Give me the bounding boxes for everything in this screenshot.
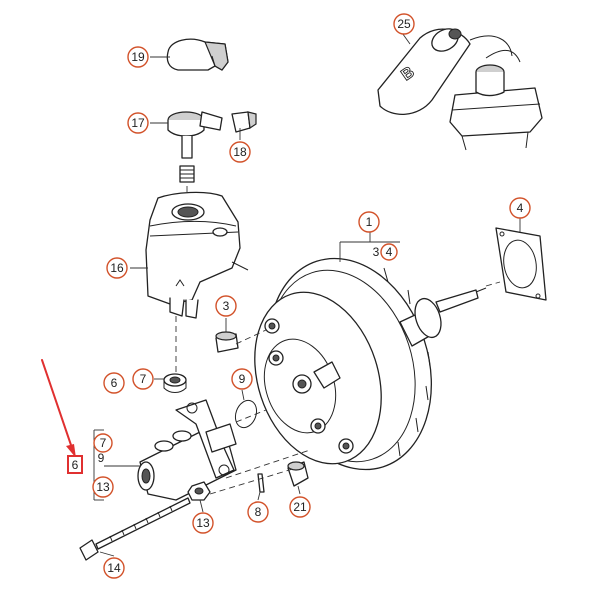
callout-25: 25 [393, 13, 415, 35]
svg-text:19: 19 [131, 50, 145, 64]
svg-text:13: 13 [96, 480, 110, 494]
assembly-lines [175, 186, 501, 495]
callout-3-grommet: 3 [215, 295, 237, 317]
svg-text:3: 3 [223, 299, 230, 313]
svg-text:9: 9 [239, 372, 246, 386]
callout-1: 1 [358, 211, 380, 233]
brake-fluid-reservoir-drawing [145, 191, 249, 319]
callout-7-grommet: 7 [132, 368, 154, 390]
callout-16: 16 [106, 257, 128, 279]
svg-text:16: 16 [110, 261, 124, 275]
reservoir-with-bottle-drawing: B [377, 28, 543, 151]
svg-text:4: 4 [386, 245, 393, 259]
svg-text:8: 8 [255, 505, 262, 519]
highlight-label: 6 [72, 458, 79, 472]
svg-text:13: 13 [196, 516, 210, 530]
callout-9-oring: 9 [231, 368, 253, 390]
svg-text:17: 17 [131, 116, 145, 130]
callout-21: 21 [289, 496, 311, 518]
callout-13-nut: 13 [192, 512, 214, 534]
callout-6-left: 6 [103, 372, 125, 394]
svg-text:21: 21 [293, 500, 307, 514]
svg-text:6: 6 [111, 376, 118, 390]
callout-4-gasket: 4 [509, 197, 531, 219]
o-ring-drawing [234, 399, 258, 429]
level-sensor-drawing [167, 111, 257, 183]
svg-text:7: 7 [140, 372, 147, 386]
svg-text:18: 18 [233, 145, 247, 159]
callout-14: 14 [103, 557, 125, 579]
callout-8: 8 [247, 501, 269, 523]
highlight-arrow [41, 359, 76, 458]
reservoir-cap-drawing [166, 38, 229, 71]
label-3-near-booster: 3 [373, 245, 380, 259]
fasteners-drawing [79, 461, 309, 561]
gasket-plate-drawing [495, 227, 547, 301]
master-cylinder-drawing [137, 399, 237, 501]
svg-text:7: 7 [100, 436, 107, 450]
label-9-bracket: 9 [98, 451, 105, 465]
highlight-box-6: 6 [67, 455, 83, 474]
callout-17: 17 [127, 112, 149, 134]
svg-text:4: 4 [517, 201, 524, 215]
callout-18: 18 [229, 141, 251, 163]
svg-text:25: 25 [397, 17, 411, 31]
callout-19: 19 [127, 46, 149, 68]
callout-7-bracket: 7 [93, 433, 113, 453]
callout-4-near-booster: 4 [380, 243, 398, 261]
callout-13-bracket: 13 [92, 476, 114, 498]
svg-text:1: 1 [366, 215, 373, 229]
grommets-drawing [163, 331, 239, 393]
brake-booster-drawing [254, 257, 487, 471]
svg-text:14: 14 [107, 561, 121, 575]
